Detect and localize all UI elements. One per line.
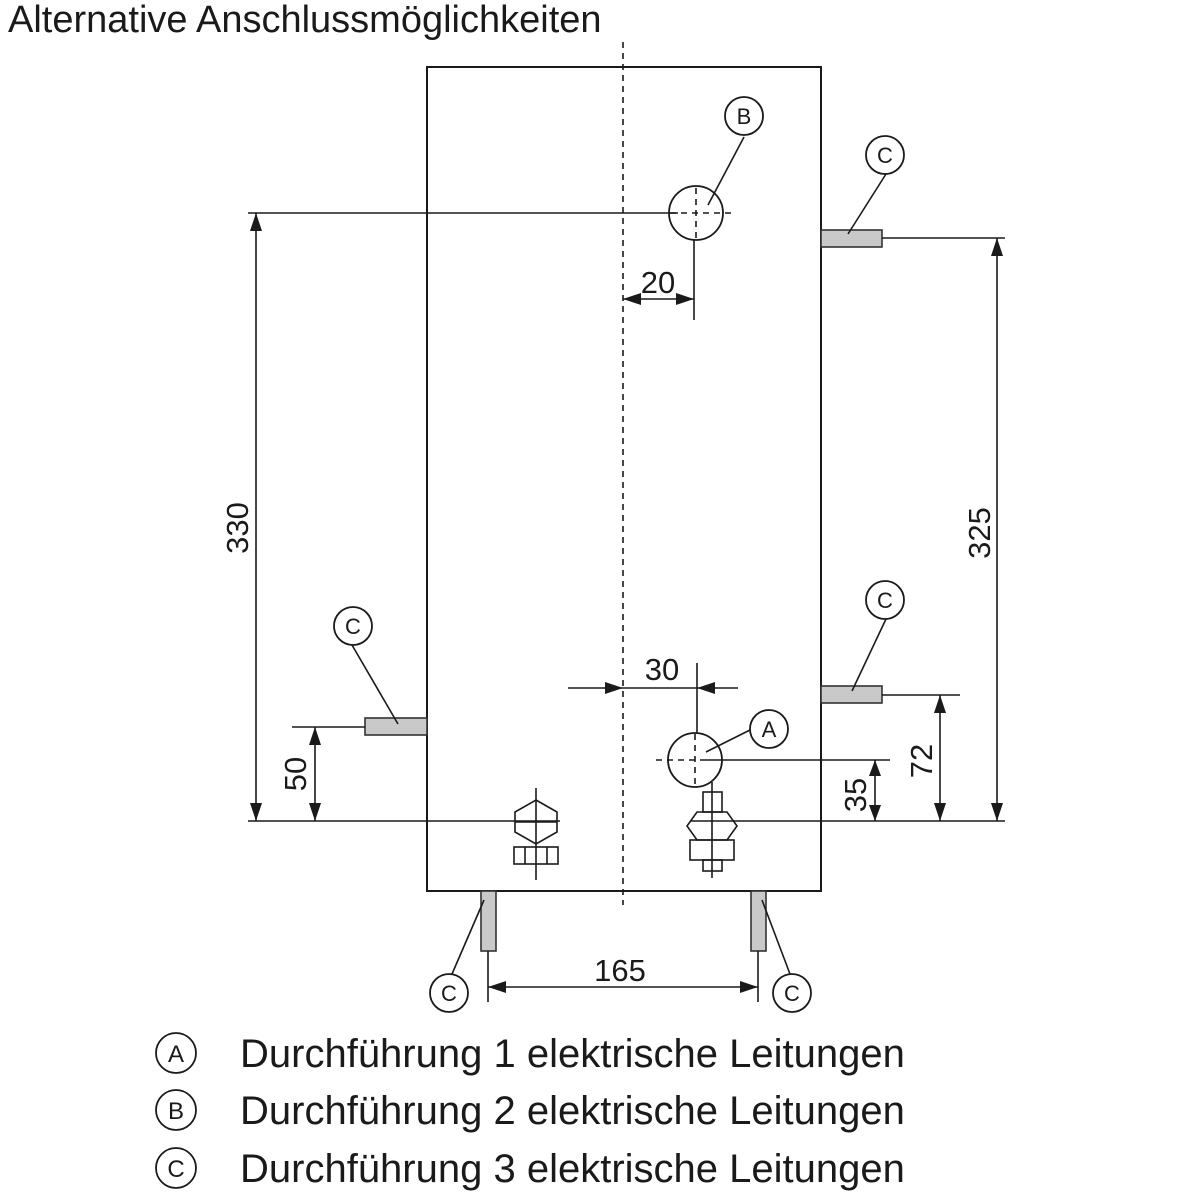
callout-b-label: B	[737, 104, 752, 129]
fitting-right	[686, 782, 738, 878]
dimension-165: 165	[488, 953, 758, 993]
legend-letter-a: A	[168, 1041, 184, 1068]
dimension-20: 20	[623, 265, 694, 305]
callout-c-bottom-left: C	[429, 899, 485, 1013]
callout-c-right-upper-label: C	[877, 143, 893, 168]
feedthrough-b	[668, 185, 734, 241]
pipe-right-lower	[820, 685, 883, 704]
legend: A Durchführung 1 elektrische Leitungen B…	[155, 1032, 905, 1191]
page-title: Alternative Anschlussmöglichkeiten	[8, 0, 602, 41]
callout-c-bottom-right-label: C	[784, 981, 800, 1006]
callout-c-left-label: C	[345, 614, 361, 639]
dimension-325: 325	[962, 238, 1003, 821]
dimension-30: 30	[568, 652, 738, 694]
callout-c-bottom-left-label: C	[441, 981, 457, 1006]
dimension-label-35: 35	[838, 778, 873, 812]
dimension-label-325: 325	[962, 507, 997, 559]
dimension-72: 72	[904, 695, 946, 821]
callout-c-bottom-right: C	[761, 899, 812, 1013]
dimension-label-20: 20	[641, 265, 675, 300]
legend-letter-c: C	[167, 1156, 184, 1183]
legend-item-c: C Durchführung 3 elektrische Leitungen	[155, 1147, 905, 1191]
pipe-bottom-right	[750, 890, 767, 952]
dimension-50: 50	[278, 727, 321, 821]
dimension-label-72: 72	[904, 744, 939, 778]
feedthrough-a	[656, 732, 723, 788]
pipe-right-upper	[820, 229, 883, 248]
legend-text-b: Durchführung 2 elektrische Leitungen	[240, 1089, 905, 1133]
fitting-left	[513, 788, 559, 880]
appliance-body	[426, 66, 822, 892]
legend-item-a: A Durchführung 1 elektrische Leitungen	[155, 1032, 905, 1076]
callout-a-label: A	[762, 717, 777, 742]
dimension-35: 35	[838, 760, 881, 821]
dimension-330: 330	[220, 213, 262, 821]
callout-c-right-lower: C	[851, 580, 905, 692]
legend-text-c: Durchführung 3 elektrische Leitungen	[240, 1147, 905, 1191]
dimension-label-50: 50	[278, 757, 313, 791]
callout-c-right-upper: C	[847, 135, 905, 235]
legend-letter-b: B	[168, 1098, 184, 1125]
callout-a: A	[705, 709, 789, 753]
dimension-label-30: 30	[645, 652, 679, 687]
callout-b: B	[707, 96, 764, 206]
dimension-label-165: 165	[594, 953, 646, 988]
callout-c-left: C	[333, 606, 399, 725]
dimension-label-330: 330	[220, 502, 255, 554]
legend-item-b: B Durchführung 2 elektrische Leitungen	[155, 1089, 905, 1133]
legend-text-a: Durchführung 1 elektrische Leitungen	[240, 1032, 905, 1076]
callout-c-right-lower-label: C	[877, 588, 893, 613]
